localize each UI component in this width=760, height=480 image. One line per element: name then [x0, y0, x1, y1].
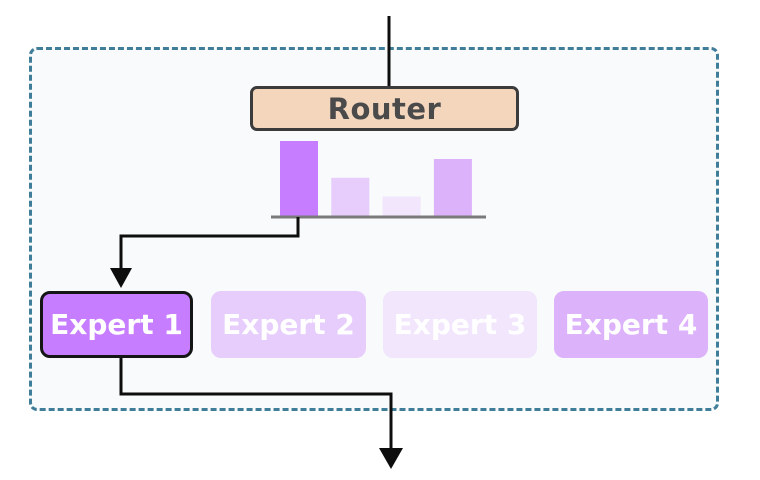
router-weight-chart — [280, 141, 472, 217]
expert-3-box: Expert 3 — [383, 291, 537, 358]
router-label: Router — [327, 91, 442, 126]
weight-bar-expert-2 — [331, 177, 370, 217]
expert-4-label: Expert 4 — [564, 308, 698, 341]
expert-1-box: Expert 1 — [40, 291, 193, 358]
expert-3-label: Expert 3 — [393, 308, 527, 341]
weight-bar-expert-3 — [382, 196, 421, 216]
weight-bar-expert-1 — [280, 141, 318, 216]
router-box: Router — [250, 86, 519, 131]
routing-arrowhead — [110, 268, 132, 288]
expert-2-box: Expert 2 — [211, 291, 366, 358]
expert-2-label: Expert 2 — [222, 308, 355, 341]
expert-1-label: Expert 1 — [50, 308, 183, 341]
weight-bar-expert-4 — [433, 159, 472, 216]
routing-path — [119, 217, 300, 268]
expert-4-box: Expert 4 — [554, 291, 708, 358]
output-arrowhead — [379, 448, 403, 469]
output-path — [119, 358, 393, 448]
